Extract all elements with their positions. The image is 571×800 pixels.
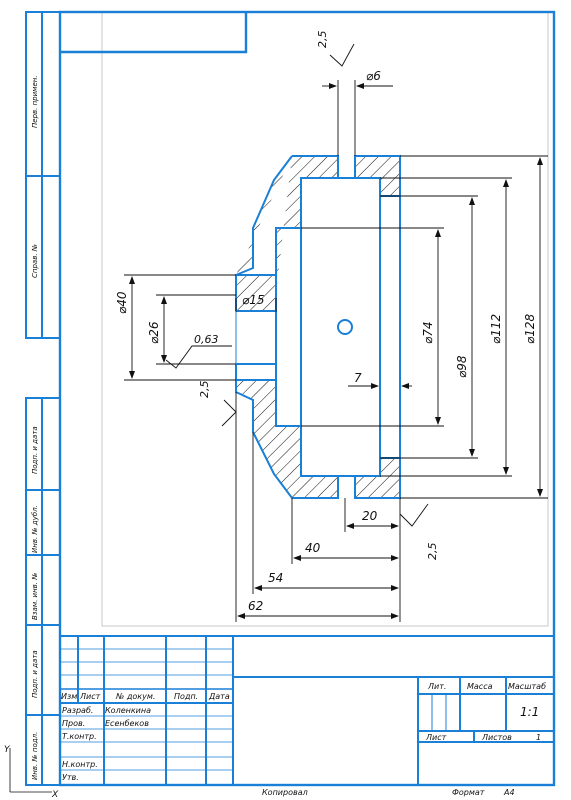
dim-62: 62 <box>248 599 263 613</box>
label-lit: Лит. <box>427 682 446 691</box>
dim-d15: ⌀15 <box>242 293 265 307</box>
stamp-podp-data-top: Подп. и дата <box>31 426 39 474</box>
col-podp: Подп. <box>174 692 198 701</box>
footer-kopiroval: Копировал <box>262 788 308 797</box>
dim-d40: ⌀40 <box>115 291 129 314</box>
dim-d98: ⌀98 <box>455 355 469 378</box>
roughness-top: 2,5 <box>316 31 329 49</box>
hole-circle <box>337 319 353 335</box>
roughness-left: 2,5 <box>198 381 211 399</box>
label-massa: Масса <box>467 682 493 691</box>
stamp-inv-dubl: Инв. № дубл. <box>31 505 39 553</box>
footer-format-label: Формат <box>452 788 485 797</box>
row-role: Утв. <box>62 773 79 782</box>
stamp-sprav-no: Справ. № <box>31 244 39 278</box>
stamp-vzam-inv: Взам. инв. № <box>31 572 39 620</box>
roughness-right: 2,5 <box>426 543 439 561</box>
side-stamp-column <box>25 11 61 786</box>
row-name: Коленкина <box>105 706 151 715</box>
stamp-perv-primen: Перв. примен. <box>31 75 39 128</box>
axis-y: Y <box>4 745 11 755</box>
dimension-lines <box>124 43 548 622</box>
footer-format-value: А4 <box>503 788 515 797</box>
part-section <box>235 155 401 499</box>
listov-value: 1 <box>536 733 541 742</box>
col-data: Дата <box>208 692 230 701</box>
row-name: Есенбеков <box>105 719 149 728</box>
dim-d6: ⌀6 <box>366 69 381 83</box>
roughness-inner: 0,63 <box>194 333 219 346</box>
label-listov: Листов <box>481 733 512 742</box>
dim-40: 40 <box>305 541 321 555</box>
stamp-inv-podl: Инв. № подл. <box>31 732 39 780</box>
title-block-rows <box>60 648 233 771</box>
dim-d128: ⌀128 <box>523 314 537 344</box>
col-n-dokum: № докум. <box>115 692 155 701</box>
dim-20: 20 <box>362 509 378 523</box>
scale-value: 1:1 <box>520 705 539 719</box>
axis-indicator <box>9 748 52 793</box>
row-role: Н.контр. <box>62 760 98 769</box>
dim-54: 54 <box>268 571 283 585</box>
col-izm: Изм <box>61 692 77 701</box>
row-role: Разраб. <box>62 706 93 715</box>
dim-d26: ⌀26 <box>147 321 161 344</box>
col-list: Лист <box>79 692 101 701</box>
stamp-podp-data-bottom: Подп. и дата <box>31 650 39 698</box>
dim-d74: ⌀74 <box>421 322 435 345</box>
dim-7: 7 <box>354 371 362 385</box>
axis-x: X <box>51 790 59 800</box>
title-block <box>60 635 554 785</box>
frame <box>58 10 556 787</box>
dim-d112: ⌀112 <box>489 314 503 344</box>
row-role: Т.контр. <box>62 732 97 741</box>
label-list: Лист <box>425 733 447 742</box>
row-role: Пров. <box>62 719 85 728</box>
label-masshtab: Масштаб <box>508 682 546 691</box>
